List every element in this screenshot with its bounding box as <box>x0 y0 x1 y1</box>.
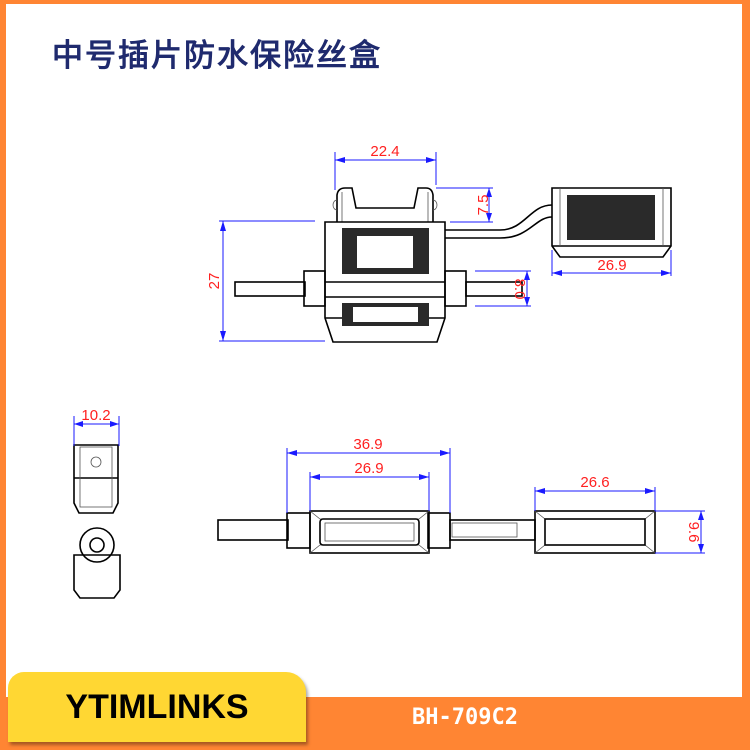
brand-tab: YTIMLINKS <box>8 672 306 742</box>
dim-9-6: 9.6 <box>685 522 702 543</box>
page-title: 中号插片防水保险丝盒 <box>52 38 382 74</box>
left-stub <box>303 270 326 307</box>
model-number: BH-709C2 <box>412 705 518 730</box>
dim-36-9: 36.9 <box>353 436 382 453</box>
front-view: 22.4 7.5 27 8.0 26.9 <box>206 143 672 343</box>
dim-10-2: 10.2 <box>81 407 110 424</box>
dim-7-5: 7.5 <box>475 195 492 216</box>
dim-26-9-front: 26.9 <box>597 257 626 274</box>
top-clip <box>336 187 434 222</box>
cable <box>445 204 553 239</box>
right-stub <box>444 270 467 307</box>
dim-8-0: 8.0 <box>511 279 528 300</box>
left-wire <box>234 281 306 297</box>
dim-26-6: 26.6 <box>580 474 609 491</box>
top-view: 36.9 26.9 26.6 9.6 <box>217 436 705 554</box>
dim-26-9: 26.9 <box>354 460 383 477</box>
dim-22-4: 22.4 <box>370 143 399 160</box>
dim-27: 27 <box>206 273 223 290</box>
cap-mesh <box>567 195 655 240</box>
drawing-sheet <box>6 4 742 697</box>
brand-name: YTIMLINKS <box>65 687 249 726</box>
side-view: 10.2 <box>73 407 121 599</box>
